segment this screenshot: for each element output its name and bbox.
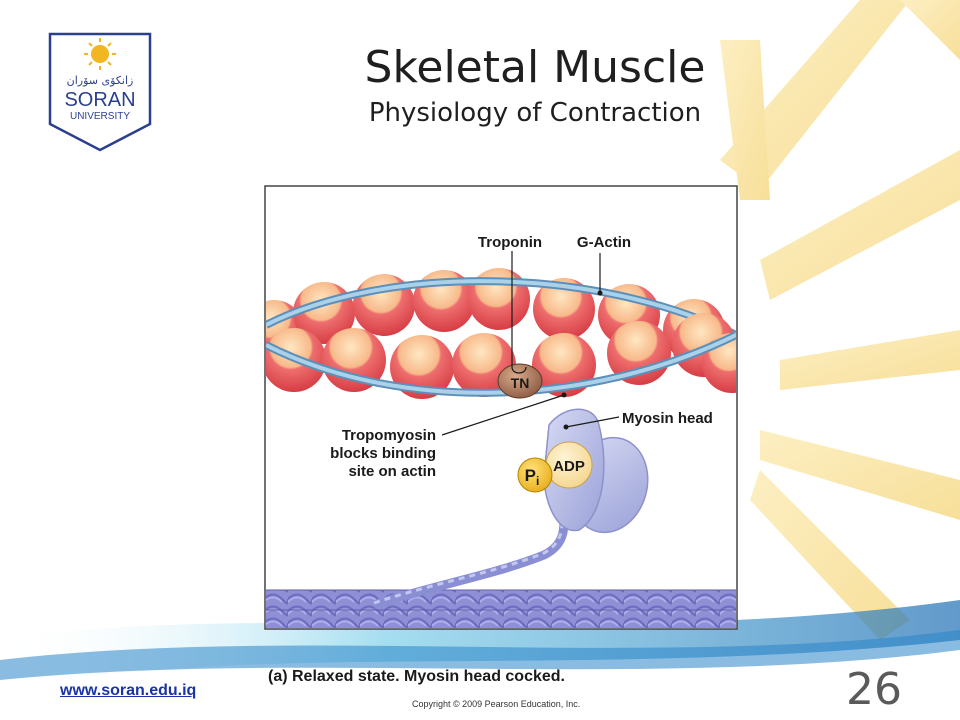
thick-filament bbox=[266, 590, 736, 628]
leader-lines bbox=[441, 251, 620, 436]
tn-label: TN bbox=[511, 375, 530, 391]
copyright-notice: Copyright © 2009 Pearson Education, Inc. bbox=[412, 699, 581, 709]
g-actin-label: G-Actin bbox=[577, 234, 631, 251]
title-block: Skeletal Muscle Physiology of Contractio… bbox=[300, 42, 770, 129]
slide-number: 26 bbox=[846, 664, 902, 715]
myosin-head-label: Myosin head bbox=[622, 410, 713, 427]
phosphate-molecule bbox=[517, 457, 553, 493]
pi-label: P bbox=[525, 466, 536, 485]
troponin-label: Troponin bbox=[478, 234, 542, 251]
pi-subscript: i bbox=[536, 474, 539, 488]
muscle-contraction-diagram: TN ADP Pi Troponin G-Actin Myosin head T… bbox=[264, 185, 738, 630]
myosin-head-group: ADP Pi bbox=[517, 408, 649, 534]
logo-arabic-text: زانكۆی سۆران bbox=[67, 74, 134, 87]
website-link[interactable]: www.soran.edu.iq bbox=[60, 682, 197, 699]
logo-subname: UNIVERSITY bbox=[70, 111, 130, 122]
sun-emblem-icon bbox=[84, 38, 116, 70]
tropomyosin-label-line3: site on actin bbox=[348, 463, 436, 480]
diagram-caption: (a) Relaxed state. Myosin head cocked. bbox=[268, 668, 565, 685]
slide-title: Skeletal Muscle bbox=[364, 42, 706, 93]
adp-label: ADP bbox=[553, 458, 585, 475]
university-logo: زانكۆی سۆران SORAN UNIVERSITY bbox=[48, 32, 152, 152]
logo-name: SORAN bbox=[64, 89, 135, 111]
troponin-complex: TN bbox=[497, 363, 543, 399]
starburst-rays bbox=[720, 0, 960, 640]
svg-text:Pi: Pi bbox=[525, 466, 540, 488]
tropomyosin-label-line1: Tropomyosin bbox=[342, 427, 436, 444]
slide-subtitle: Physiology of Contraction bbox=[368, 98, 702, 129]
diagram-panel bbox=[264, 185, 738, 630]
tropomyosin-label-line2: blocks binding bbox=[330, 445, 436, 462]
